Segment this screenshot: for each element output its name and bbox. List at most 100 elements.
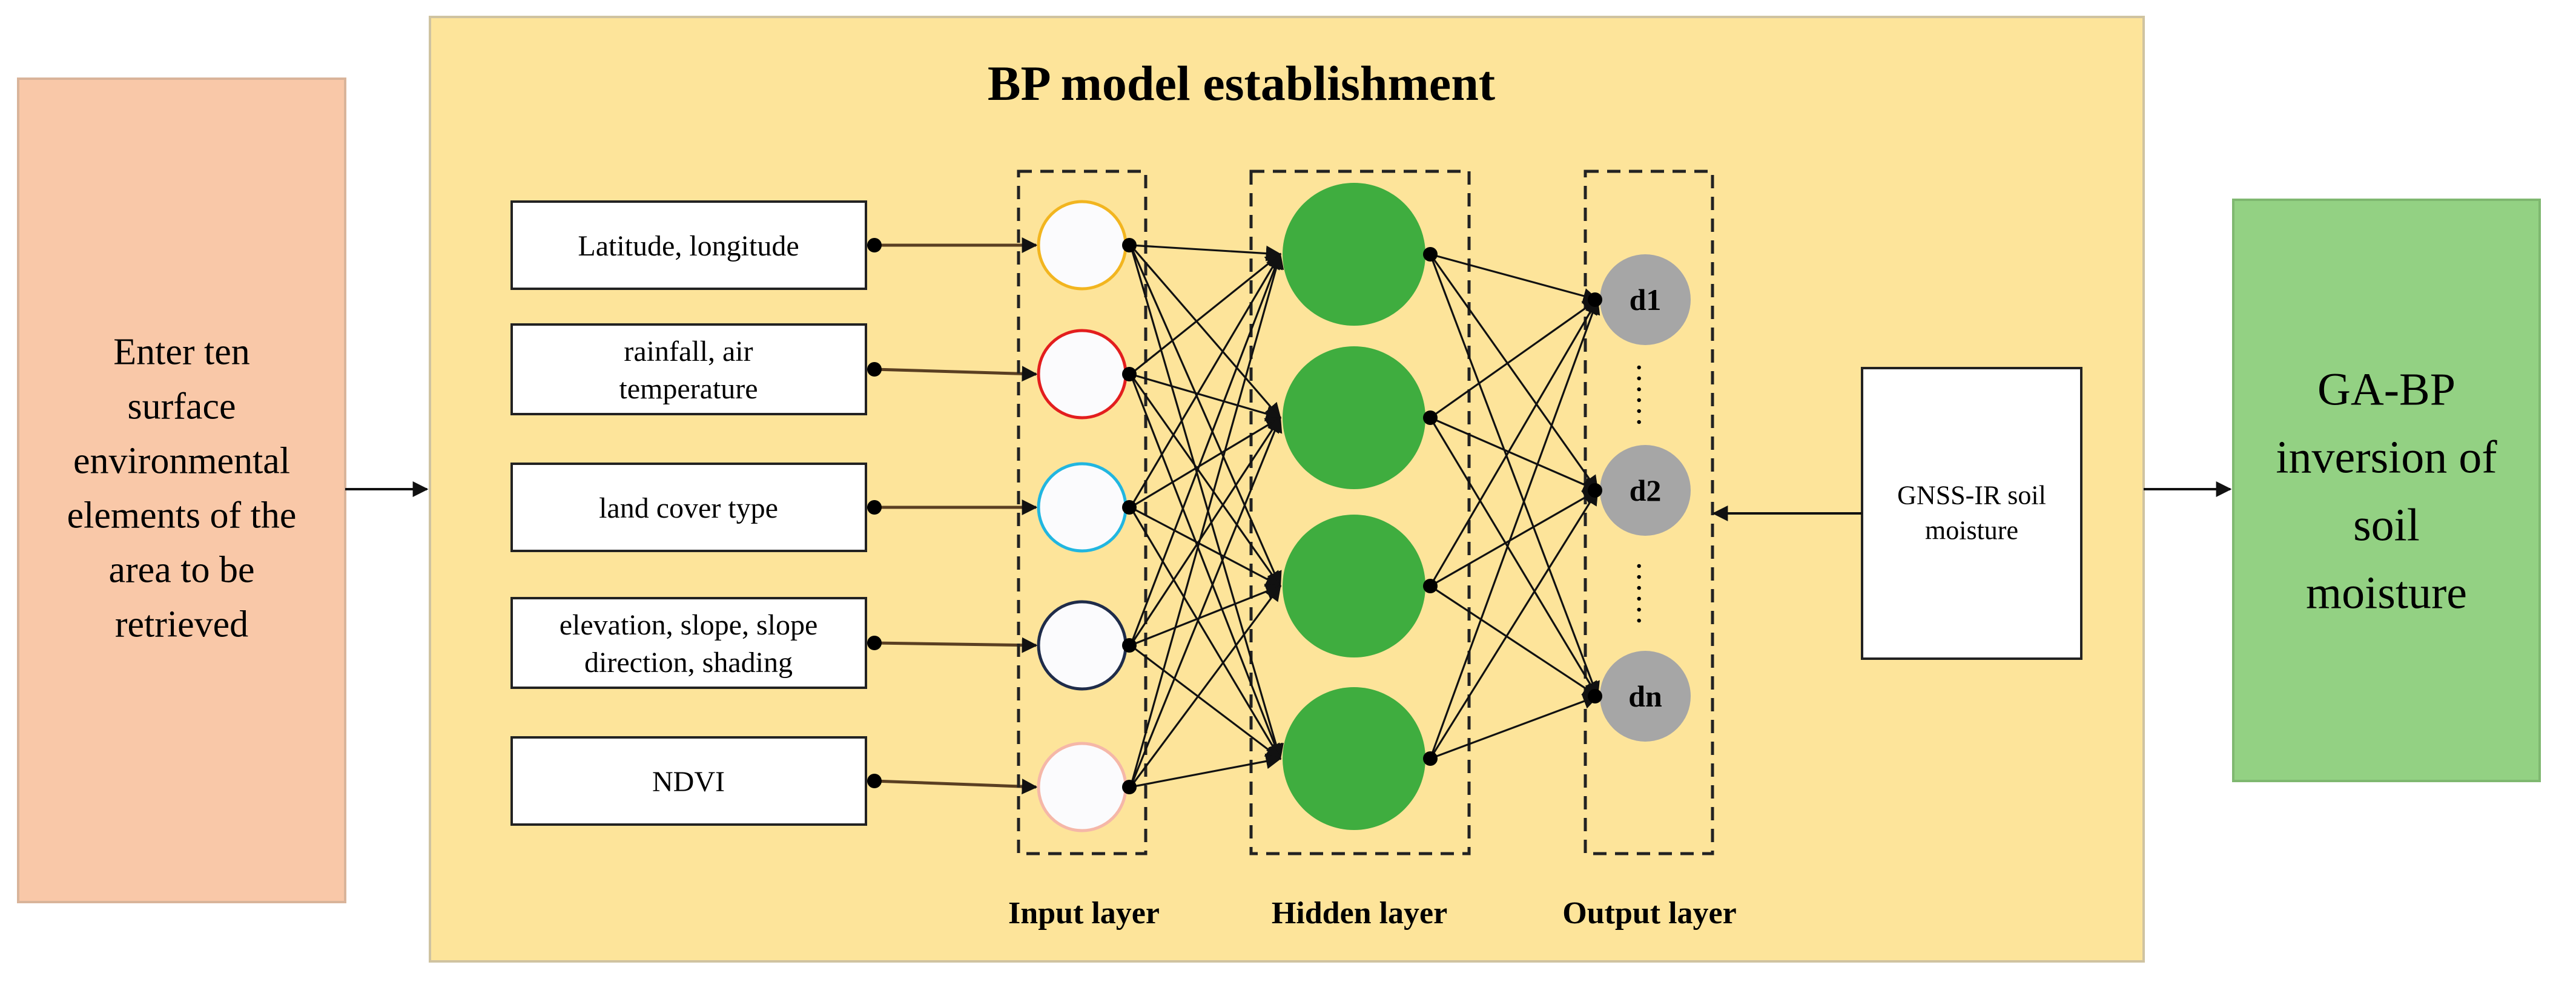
node-dot: [1122, 367, 1137, 381]
input-hidden-link: [1130, 644, 1282, 760]
output-node-label: d1: [1630, 283, 1662, 317]
output-layer-label: Output layer: [1562, 896, 1736, 931]
output-node: [1600, 651, 1691, 742]
right-box-line: inversion of: [2276, 432, 2497, 483]
input-hidden-link: [1129, 252, 1284, 788]
hidden-layer-frame: [1249, 170, 1471, 855]
hidden-output-link: [1429, 298, 1600, 759]
factor-connector: [874, 366, 1038, 382]
left-box-line: area to be: [109, 550, 255, 591]
hidden-node: [1283, 346, 1425, 489]
ellipsis-mark: ……: [1631, 362, 1667, 427]
output-node: [1600, 254, 1691, 345]
input-hidden-link: [1129, 374, 1283, 760]
input-layer-label: Input layer: [1008, 896, 1160, 931]
input-hidden-link: [1129, 584, 1281, 788]
input-factor-box: [510, 200, 867, 290]
input-factor-label: land cover type: [599, 492, 778, 524]
hidden-layer-label: Hidden layer: [1272, 896, 1447, 931]
input-hidden-link: [1130, 584, 1282, 647]
node-dot: [1423, 751, 1438, 766]
connector-dot: [867, 238, 882, 252]
hidden-output-link: [1429, 254, 1599, 492]
factor-connector: [874, 779, 1038, 795]
input-hidden-link: [1130, 753, 1282, 788]
input-hidden-link: [1129, 507, 1281, 760]
input-hidden-link: [1129, 374, 1281, 588]
input-layer-frame: [1017, 170, 1148, 855]
input-hidden-link: [1129, 253, 1282, 375]
gnss-box: [1861, 367, 2082, 660]
input-factor-label: NDVI: [652, 766, 725, 798]
gnss-box-text: GNSS-IR soil moisture: [1897, 480, 2046, 545]
network-nodes: d1 d2 dn: [1037, 183, 1691, 832]
input-hidden-link: [1129, 245, 1282, 588]
network-connections: [1129, 244, 1600, 788]
right-box-line: moisture: [2306, 568, 2467, 619]
connector-dot: [867, 500, 882, 515]
input-hidden-link: [1129, 245, 1284, 760]
right-box-text: GA-BP inversion of soil moisture: [2276, 364, 2497, 619]
node-dot: [1588, 483, 1602, 498]
node-dot: [1122, 780, 1137, 794]
connector-dot: [867, 636, 882, 650]
hidden-output-link: [1430, 298, 1599, 419]
input-factor-label: rainfall, air: [624, 335, 753, 367]
output-node: [1600, 445, 1691, 536]
left-box-line: elements of the: [67, 495, 297, 536]
input-hidden-link: [1130, 373, 1282, 421]
input-hidden-link: [1129, 252, 1283, 646]
left-box-line: retrieved: [115, 604, 248, 645]
ellipsis-mark: ……: [1631, 561, 1667, 626]
input-factor-box: [510, 463, 867, 552]
input-node: [1037, 600, 1128, 691]
node-dot: [1122, 500, 1137, 515]
input-factor-box: [510, 597, 867, 689]
output-node-label: dn: [1628, 679, 1662, 713]
hidden-output-link: [1430, 417, 1599, 492]
input-factor-label: direction, shading: [584, 647, 793, 679]
input-node: [1037, 462, 1128, 553]
input-hidden-link: [1130, 506, 1282, 587]
hidden-output-link: [1429, 254, 1600, 698]
node-dot: [1423, 579, 1438, 593]
left-input-box: [17, 77, 346, 903]
hidden-node: [1283, 183, 1425, 326]
input-hidden-link: [1129, 252, 1281, 508]
gnss-box-line: moisture: [1925, 515, 2018, 545]
right-box-line: soil: [2353, 500, 2420, 551]
input-node: [1037, 329, 1128, 420]
hidden-output-link: [1429, 417, 1599, 698]
right-output-box: [2232, 199, 2541, 782]
node-dot: [1423, 247, 1438, 262]
right-box-line: GA-BP: [2317, 364, 2455, 415]
input-factor-box: [510, 323, 867, 415]
panel-title: BP model establishment: [988, 56, 1495, 111]
hidden-output-link: [1430, 253, 1599, 304]
hidden-output-link: [1430, 585, 1599, 697]
input-factor-label: temperature: [619, 373, 758, 405]
hidden-output-link: [1430, 694, 1599, 760]
hidden-node: [1283, 687, 1425, 830]
input-hidden-link: [1129, 244, 1281, 419]
output-ellipsis: …… ……: [1631, 362, 1667, 626]
factor-connector: [874, 637, 1038, 653]
hidden-output-link: [1429, 298, 1599, 587]
node-dot: [1122, 238, 1137, 252]
left-box-line: environmental: [73, 441, 290, 482]
node-dot: [1122, 638, 1137, 653]
node-dot: [1588, 689, 1602, 703]
left-box-line: Enter ten: [113, 332, 250, 373]
input-factor-label: elevation, slope, slope: [560, 609, 818, 641]
hidden-output-link: [1429, 489, 1599, 759]
gnss-box-line: GNSS-IR soil: [1897, 480, 2046, 510]
output-node-label: d2: [1630, 473, 1662, 507]
connector-dot: [867, 774, 882, 788]
input-hidden-link: [1129, 416, 1283, 788]
hidden-output-link: [1430, 489, 1599, 587]
node-dot: [1423, 410, 1438, 425]
node-dot: [1588, 292, 1602, 307]
